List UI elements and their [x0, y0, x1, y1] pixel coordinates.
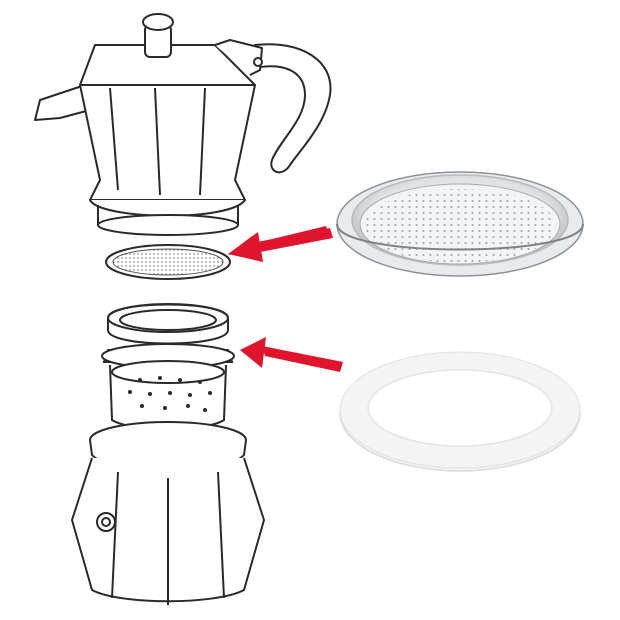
product-gasket-ring — [339, 351, 581, 472]
arrow-filter — [228, 226, 333, 262]
arrow-gasket — [240, 337, 343, 372]
lid-knob — [142, 13, 174, 58]
gasket — [107, 303, 229, 345]
boiler — [71, 421, 265, 605]
safety-valve-icon — [96, 512, 116, 532]
handle — [254, 43, 332, 174]
product-filter-plate — [336, 171, 584, 277]
filter-plate — [105, 244, 231, 280]
upper-chamber — [34, 13, 332, 236]
